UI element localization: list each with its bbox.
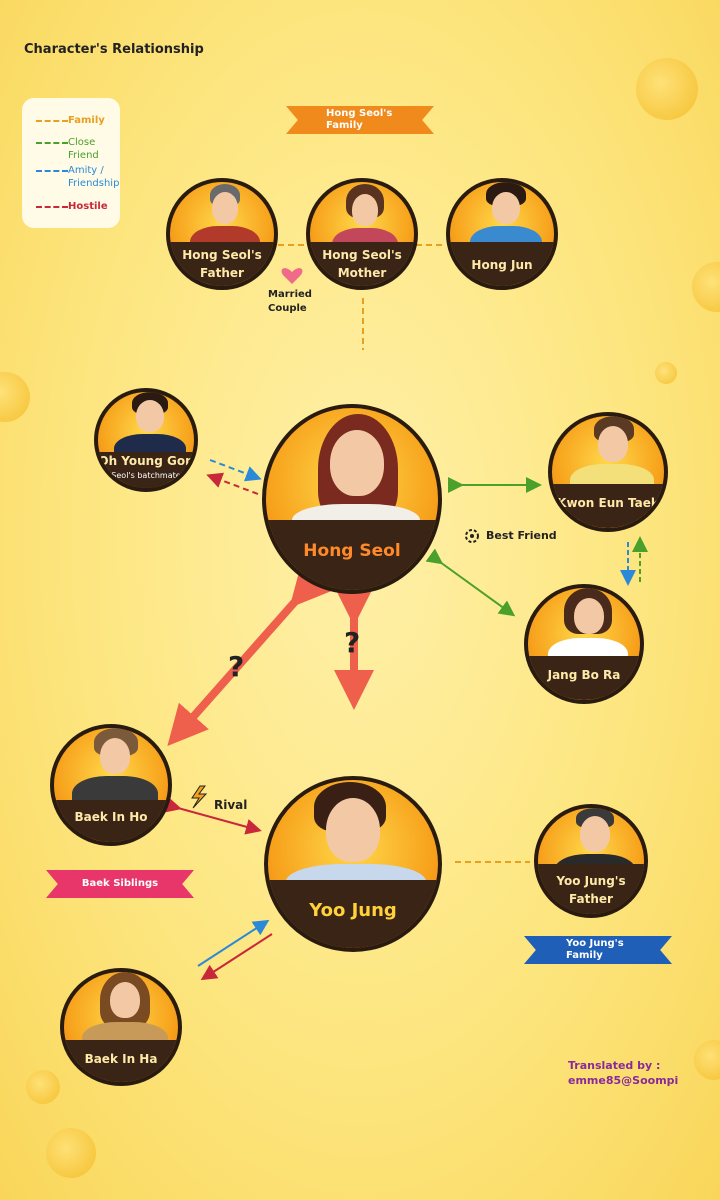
decor-circle	[694, 1040, 720, 1080]
hostile-line-swatch	[36, 206, 68, 208]
close-friend-arrow	[425, 548, 516, 617]
character-name: Kwon Eun Taek	[557, 496, 659, 510]
lightning-icon	[191, 785, 208, 809]
hostile-line	[206, 472, 259, 495]
legend-label: Close Friend	[68, 137, 99, 161]
legend-label: Family	[68, 115, 105, 126]
decor-circle	[655, 362, 677, 384]
character-yoo-jung-father[interactable]: Yoo Jung's Father	[534, 804, 648, 918]
ribbon-label: Hong Seol's Family	[326, 108, 393, 131]
character-name: Baek In Ha	[84, 1052, 158, 1066]
character-name: Baek In Ho	[74, 810, 148, 824]
character-hong-jun[interactable]: Hong Jun	[446, 178, 558, 290]
rival-arrow	[164, 797, 262, 835]
legend-item-hostile: Hostile	[36, 200, 108, 213]
translator-credit: Translated by : emme85@Soompi	[568, 1059, 679, 1087]
decor-circle	[636, 58, 698, 120]
ribbon-label: Baek Siblings	[81, 878, 159, 889]
character-baek-in-ha[interactable]: Baek In Ha	[60, 968, 182, 1086]
character-kwon-eun-taek[interactable]: Kwon Eun Taek	[548, 412, 668, 532]
legend: Family Close Friend Amity / Friendship H…	[22, 98, 120, 228]
friendship-arrow	[197, 919, 270, 967]
baek-siblings-ribbon: Baek Siblings	[46, 870, 194, 898]
rival-label: Rival	[214, 798, 248, 812]
legend-item-friendship: Amity / Friendship	[36, 164, 120, 190]
ribbon-label: Yoo Jung's Family	[566, 938, 624, 961]
character-hong-seol-father[interactable]: Hong Seol's Father	[166, 178, 278, 290]
character-name: Yoo Jung's Father	[556, 874, 626, 906]
heart-icon	[281, 268, 303, 284]
character-baek-in-ho[interactable]: Baek In Ho	[50, 724, 172, 846]
flower-icon	[465, 529, 479, 543]
character-hong-seol[interactable]: Hong Seol	[262, 404, 442, 594]
character-name: Hong Jun	[471, 258, 533, 272]
character-name: Jang Bo Ra	[547, 668, 621, 682]
character-yoo-jung[interactable]: Yoo Jung	[264, 776, 442, 952]
character-name: Hong Seol's Father	[182, 248, 262, 280]
yoo-family-ribbon: Yoo Jung's Family	[524, 936, 672, 964]
character-oh-young-gon[interactable]: Oh Young Gon (Seol's batchmate)	[94, 388, 198, 492]
character-name: Hong Seol	[303, 541, 401, 561]
legend-item-close-friend: Close Friend	[36, 136, 118, 162]
family-line-swatch	[36, 120, 68, 122]
legend-item-family: Family	[36, 114, 105, 127]
hong-family-ribbon: Hong Seol's Family	[286, 106, 434, 134]
close-friend-line-swatch	[36, 142, 68, 144]
character-hong-seol-mother[interactable]: Hong Seol's Mother	[306, 178, 418, 290]
legend-label: Hostile	[68, 201, 108, 212]
best-friend-label: Best Friend	[486, 529, 557, 542]
legend-label: Amity / Friendship	[68, 165, 120, 189]
character-jang-bo-ra[interactable]: Jang Bo Ra	[524, 584, 644, 704]
unknown-relation-arrow	[167, 564, 331, 746]
character-name: Oh Young Gon	[98, 454, 194, 468]
decor-circle	[46, 1128, 96, 1178]
question-mark: ?	[344, 626, 361, 659]
page-title: Character's Relationship	[24, 42, 204, 57]
friendship-line-swatch	[36, 170, 68, 172]
hostile-arrow	[200, 933, 273, 981]
question-mark: ?	[228, 650, 245, 683]
decor-circle	[26, 1070, 60, 1104]
married-couple-label: Married Couple	[268, 289, 312, 314]
character-name: Hong Seol's Mother	[322, 248, 402, 280]
character-note: (Seol's batchmate)	[108, 471, 184, 480]
friendship-line	[209, 459, 262, 482]
character-name: Yoo Jung	[309, 900, 397, 921]
